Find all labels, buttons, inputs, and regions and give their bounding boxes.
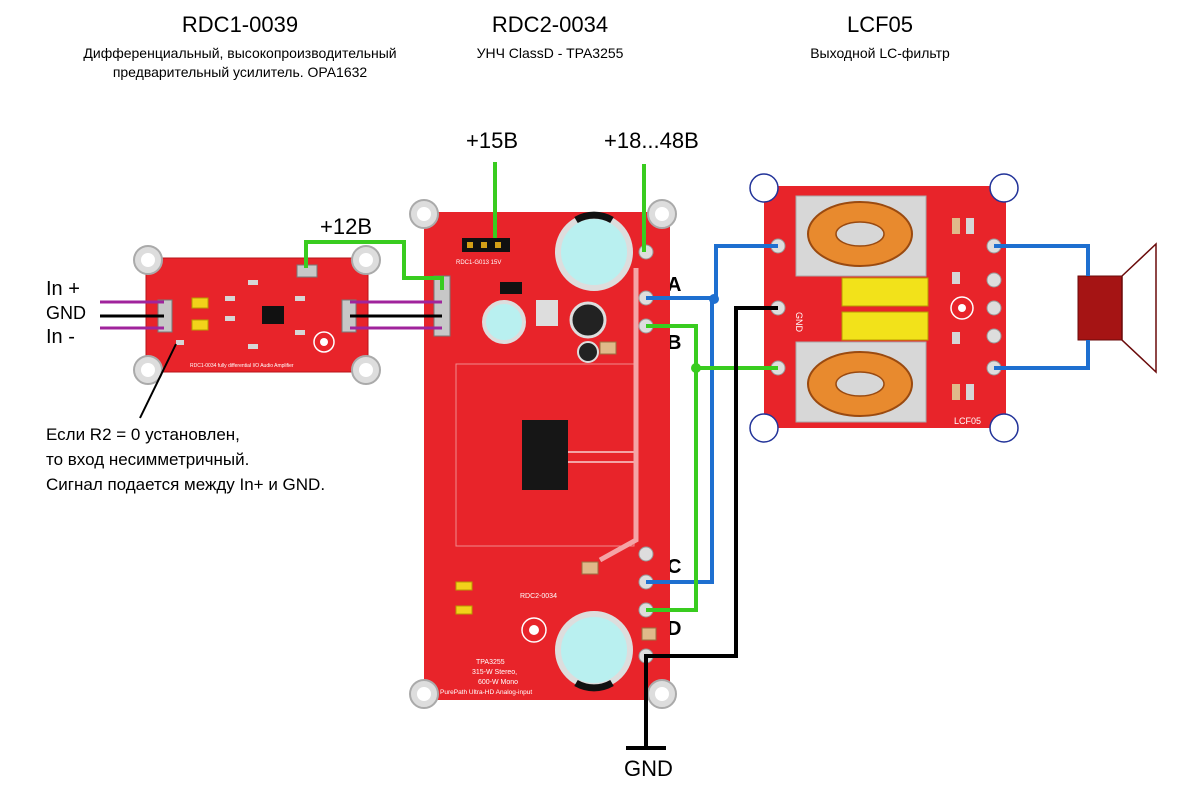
power-15v-label: +15В: [466, 128, 518, 153]
amp-description: УНЧ ClassD - TPA3255: [476, 45, 624, 61]
preamp-description-line1: Дифференциальный, высокопроизводительный: [83, 45, 397, 61]
lc-filter-board: GND LCF05: [749, 173, 1019, 443]
note-line2: то вход несимметричный.: [46, 450, 250, 469]
amp-title: RDC2-0034: [491, 12, 609, 37]
amp-pcb-line4: PurePath Ultra-HD Analog-input: [440, 689, 532, 696]
wire-speaker: [994, 244, 1090, 370]
filter-title: LCF05: [846, 12, 914, 37]
input-gnd-label: GND: [46, 303, 86, 323]
note-pointer: [139, 343, 177, 419]
filter-description: Выходной LC-фильтр: [810, 45, 950, 61]
output-d-label: D: [667, 618, 682, 640]
input-wires: [100, 300, 442, 330]
preamp-pcb-text: RDC1-0034 fully differential I/O Audio A…: [190, 363, 294, 369]
wire-out-c: [646, 300, 714, 584]
amp-pcb-name: RDC2-0034: [520, 593, 557, 600]
preamp-description-line2: предварительный усилитель. OPA1632: [112, 64, 368, 80]
wire-out-d: [646, 368, 698, 612]
input-minus-label: In -: [46, 326, 75, 348]
amp-pcb-line3: 600-W Mono: [478, 679, 518, 686]
input-plus-label: In +: [46, 278, 80, 300]
wire-12v: [304, 240, 444, 290]
preamp-title: RDC1-0039: [181, 12, 299, 37]
amp-pcb-line1: TPA3255: [476, 659, 505, 666]
wire-out-a: [646, 244, 778, 300]
junction-ac: [709, 294, 719, 304]
filter-pcb-name: LCF05: [954, 416, 981, 426]
output-c-label: C: [667, 556, 682, 578]
speaker-icon: [1077, 242, 1157, 374]
note-line3: Сигнал подается между In+ и GND.: [46, 475, 326, 494]
ground-label: GND: [624, 756, 673, 781]
amp-pcb-header-label: RDC1-G013 15V: [456, 260, 501, 266]
note-line1: Если R2 = 0 установлен,: [46, 425, 240, 444]
amplifier-board: RDC1-G013 15V RDC2-0034 TPA3255 315-W St…: [409, 199, 677, 709]
power-18-48v-label: +18...48В: [604, 128, 699, 153]
output-a-label: A: [667, 274, 682, 296]
junction-bd: [691, 363, 701, 373]
output-b-label: B: [667, 332, 682, 354]
filter-pcb-gnd: GND: [794, 312, 804, 333]
wire-gnd: [644, 306, 778, 748]
preamp-board: RDC1-0034 fully differential I/O Audio A…: [133, 245, 381, 385]
amp-pcb-line2: 315-W Stereo,: [472, 669, 517, 676]
power-12v-label: +12В: [320, 214, 372, 239]
